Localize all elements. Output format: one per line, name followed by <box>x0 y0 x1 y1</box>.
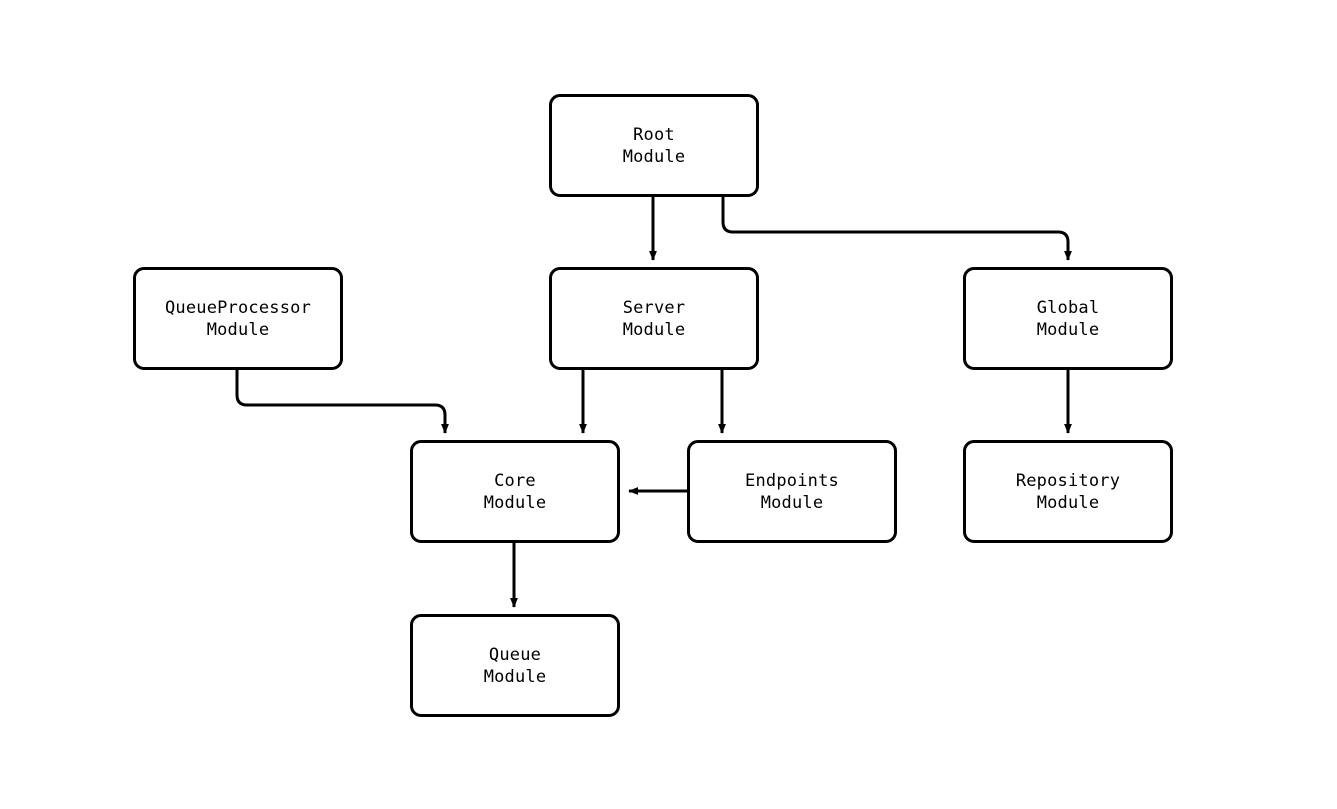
node-root-label: Root Module <box>622 124 686 167</box>
node-core-label: Core Module <box>483 470 547 513</box>
edge-queueprocessor-to-core <box>235 370 449 434</box>
node-server-label: Server Module <box>622 297 686 340</box>
node-core[interactable]: Core Module <box>410 440 620 543</box>
node-endpoints[interactable]: Endpoints Module <box>687 440 897 543</box>
node-repository-label: Repository Module <box>1015 470 1121 513</box>
node-global-label: Global Module <box>1036 297 1100 340</box>
node-endpoints-label: Endpoints Module <box>745 470 839 513</box>
edge-root-to-global <box>721 197 1072 261</box>
node-root[interactable]: Root Module <box>549 94 759 197</box>
node-repository[interactable]: Repository Module <box>963 440 1173 543</box>
node-queue[interactable]: Queue Module <box>410 614 620 717</box>
node-queueprocessor[interactable]: QueueProcessor Module <box>133 267 343 370</box>
node-server[interactable]: Server Module <box>549 267 759 370</box>
node-global[interactable]: Global Module <box>963 267 1173 370</box>
node-queue-label: Queue Module <box>483 644 547 687</box>
node-queueprocessor-label: QueueProcessor Module <box>164 297 312 340</box>
